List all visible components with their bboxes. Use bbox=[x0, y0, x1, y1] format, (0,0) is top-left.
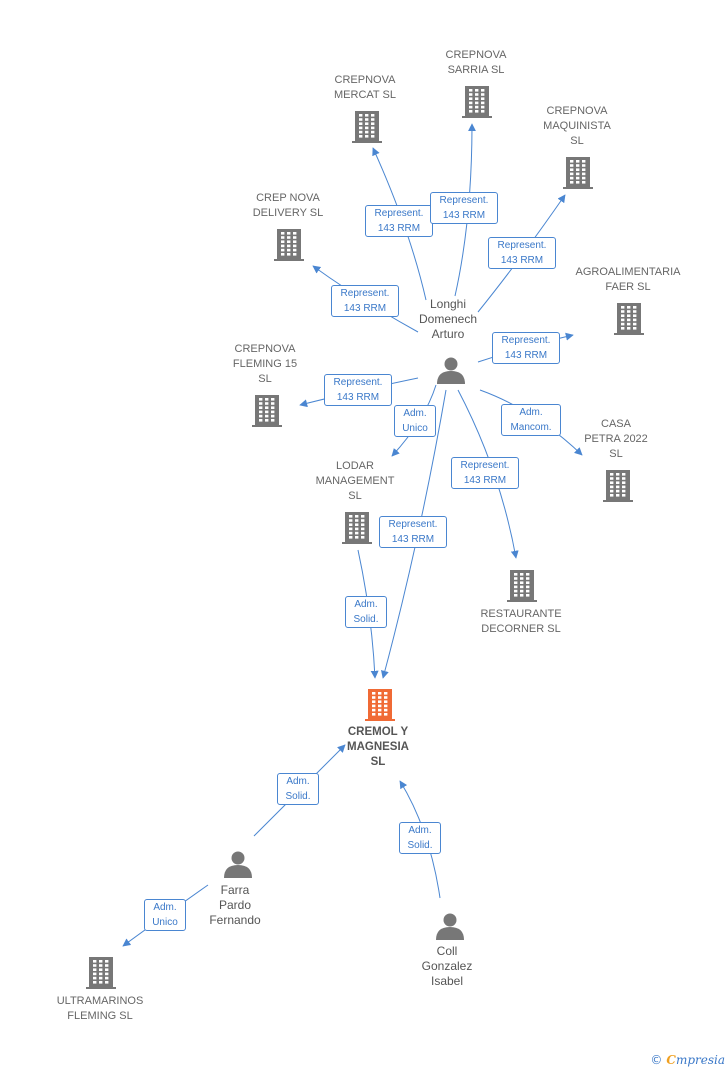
edge-label-delivery[interactable]: Represent. 143 RRM bbox=[331, 285, 399, 317]
edge-label-maquinista[interactable]: Represent. 143 RRM bbox=[488, 237, 556, 269]
edge-label-lodar[interactable]: Adm. Unico bbox=[394, 405, 436, 437]
building-icon-casa-petra[interactable] bbox=[603, 470, 633, 502]
edge-label-decorner[interactable]: Represent. 143 RRM bbox=[451, 457, 519, 489]
building-icon-crepnova-sarria[interactable] bbox=[462, 86, 492, 118]
edge-label-cremol-farra[interactable]: Adm. Solid. bbox=[277, 773, 319, 805]
node-label-crepnova-fleming[interactable]: CREPNOVA FLEMING 15 SL bbox=[232, 343, 298, 385]
person-icon-coll[interactable] bbox=[436, 913, 464, 941]
edge-label-fleming15[interactable]: Represent. 143 RRM bbox=[324, 374, 392, 406]
edge-label-casa[interactable]: Adm. Mancom. bbox=[501, 404, 561, 436]
edge-label-ultramarinos[interactable]: Adm. Unico bbox=[144, 899, 186, 931]
building-icon-restaurante-decorner[interactable] bbox=[507, 570, 537, 602]
brand-initial: C bbox=[666, 1053, 676, 1067]
edge-label-faer[interactable]: Represent. 143 RRM bbox=[492, 332, 560, 364]
node-label-ultramarinos-fleming[interactable]: ULTRAMARINOS FLEMING SL bbox=[56, 995, 144, 1022]
person-icon-farra[interactable] bbox=[224, 851, 252, 879]
node-label-restaurante-decorner[interactable]: RESTAURANTE DECORNER SL bbox=[480, 608, 562, 635]
building-icon-agroalimentaria-faer[interactable] bbox=[614, 303, 644, 335]
node-label-lodar-management[interactable]: LODAR MANAGEMENT SL bbox=[315, 460, 395, 502]
node-label-crepnova-maquinista[interactable]: CREPNOVA MAQUINISTA SL bbox=[543, 105, 611, 147]
node-label-crepnova-sarria[interactable]: CREPNOVA SARRIA SL bbox=[445, 49, 507, 76]
node-label-crepnova-mercat[interactable]: CREPNOVA MERCAT SL bbox=[334, 74, 396, 101]
building-icon-crep-nova-delivery[interactable] bbox=[274, 229, 304, 261]
person-label-coll[interactable]: Coll Gonzalez Isabel bbox=[421, 944, 473, 988]
building-icon-cremol-magnesia[interactable] bbox=[365, 689, 395, 721]
edge-label-mercat[interactable]: Represent. 143 RRM bbox=[365, 205, 433, 237]
building-icon-ultramarinos-fleming[interactable] bbox=[86, 957, 116, 989]
edge-label-sarria[interactable]: Represent. 143 RRM bbox=[430, 192, 498, 224]
copyright-icon: © bbox=[650, 1053, 663, 1067]
building-icon-crepnova-maquinista[interactable] bbox=[563, 157, 593, 189]
node-label-agroalimentaria-faer[interactable]: AGROALIMENTARIA FAER SL bbox=[575, 266, 681, 293]
building-icon-crepnova-mercat[interactable] bbox=[352, 111, 382, 143]
person-label-longhi[interactable]: Longhi Domenech Arturo bbox=[418, 297, 478, 341]
person-icon-longhi[interactable] bbox=[437, 357, 465, 385]
building-icon-crepnova-fleming[interactable] bbox=[252, 395, 282, 427]
edge-label-cremol-coll[interactable]: Adm. Solid. bbox=[399, 822, 441, 854]
edge-label-cremol-lodar[interactable]: Adm. Solid. bbox=[345, 596, 387, 628]
node-label-casa-petra[interactable]: CASA PETRA 2022 SL bbox=[584, 418, 648, 460]
edge-label-cremol-longhi[interactable]: Represent. 143 RRM bbox=[379, 516, 447, 548]
brand-name: mpresia bbox=[675, 1053, 725, 1067]
building-icon-lodar-management[interactable] bbox=[342, 512, 372, 544]
person-label-farra[interactable]: Farra Pardo Fernando bbox=[209, 883, 261, 927]
node-label-crep-nova-delivery[interactable]: CREP NOVA DELIVERY SL bbox=[252, 192, 324, 219]
node-label-cremol-magnesia[interactable]: CREMOL Y MAGNESIA SL bbox=[347, 726, 409, 768]
footer-brand[interactable]: ©Cmpresia bbox=[650, 1053, 725, 1067]
icons-layer bbox=[86, 86, 644, 989]
